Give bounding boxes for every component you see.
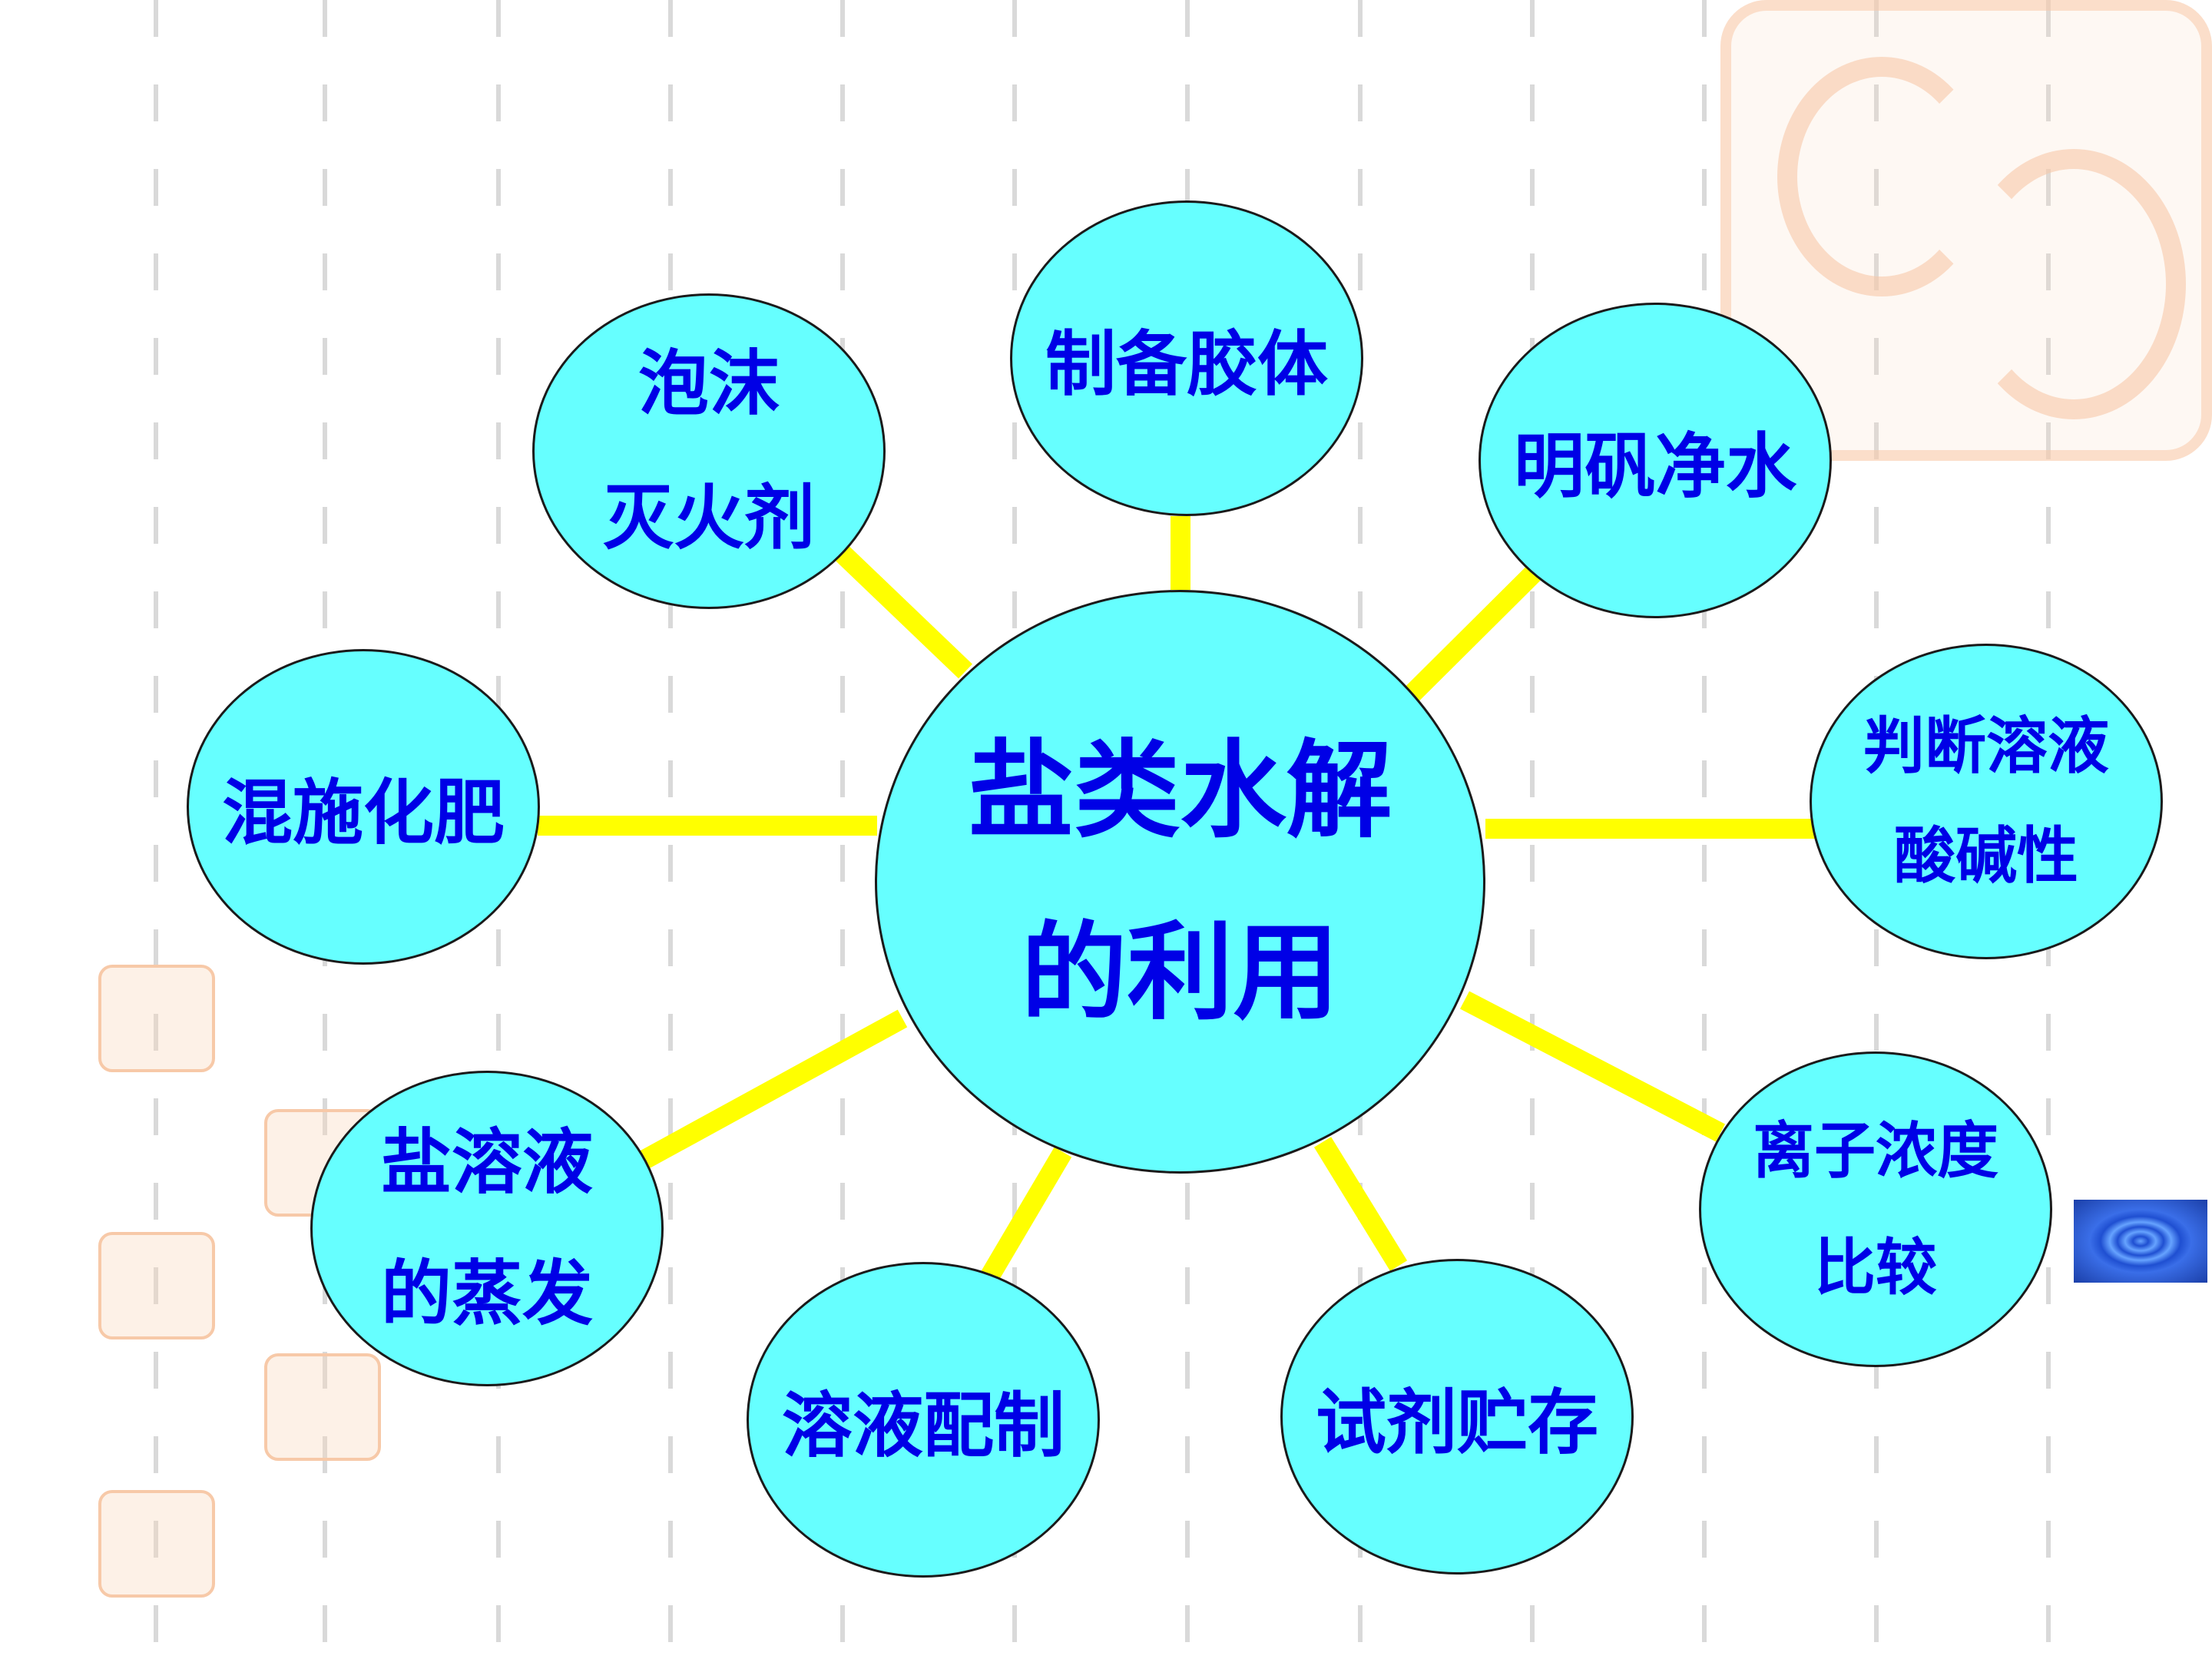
seal-stamp-icon — [98, 1490, 215, 1598]
center-node: 盐类水解 的利用 — [875, 590, 1485, 1174]
node-label: 明矾净水 — [1513, 426, 1796, 508]
stripe — [154, 0, 158, 1659]
connector-line — [1403, 564, 1543, 703]
node-label: 离子浓度 — [1753, 1114, 1998, 1187]
seal-stamp-icon — [98, 1232, 215, 1339]
connector-line — [639, 1009, 908, 1169]
node-label: 判断溶液 — [1863, 710, 2109, 783]
node-paomo-miehuoji: 泡沫 灭火剂 — [532, 293, 886, 609]
node-label: 灭火剂 — [602, 476, 815, 559]
connector-line — [833, 544, 972, 679]
node-label: 的蒸发 — [380, 1252, 593, 1335]
node-label: 溶液配制 — [781, 1385, 1065, 1467]
connector-line — [981, 1147, 1072, 1281]
connector-line — [1313, 1137, 1408, 1271]
node-label: 泡沫 — [637, 342, 780, 425]
node-panduan-suanjianxing: 判断溶液 酸碱性 — [1810, 644, 2163, 959]
node-label: 制备胶体 — [1045, 323, 1328, 406]
node-label: 酸碱性 — [1894, 820, 2078, 892]
node-label: 比较 — [1814, 1231, 1937, 1303]
node-hunshi-huafei: 混施化肥 — [187, 649, 540, 965]
node-zhibei-jiaoti: 制备胶体 — [1010, 200, 1363, 516]
water-ripple-icon — [2074, 1200, 2207, 1283]
node-yanrongye-zhengfa: 盐溶液 的蒸发 — [310, 1071, 664, 1386]
connector-line — [1460, 991, 1725, 1142]
seal-stamp-icon — [264, 1353, 381, 1461]
node-lizi-nongdu: 离子浓度 比较 — [1699, 1051, 2052, 1367]
node-label: 混施化肥 — [221, 772, 505, 854]
node-shiji-zhucun: 试剂贮存 — [1280, 1259, 1634, 1575]
node-rongye-peizhi: 溶液配制 — [747, 1262, 1100, 1578]
node-mingfan-jingshui: 明矾净水 — [1479, 303, 1832, 618]
center-node-label: 盐类水解 — [968, 728, 1392, 853]
node-label: 盐溶液 — [380, 1121, 593, 1204]
node-label: 试剂贮存 — [1315, 1382, 1598, 1464]
calligraphy-watermark — [1720, 0, 2212, 461]
center-node-label: 的利用 — [1021, 911, 1339, 1035]
seal-stamp-icon — [98, 965, 215, 1072]
